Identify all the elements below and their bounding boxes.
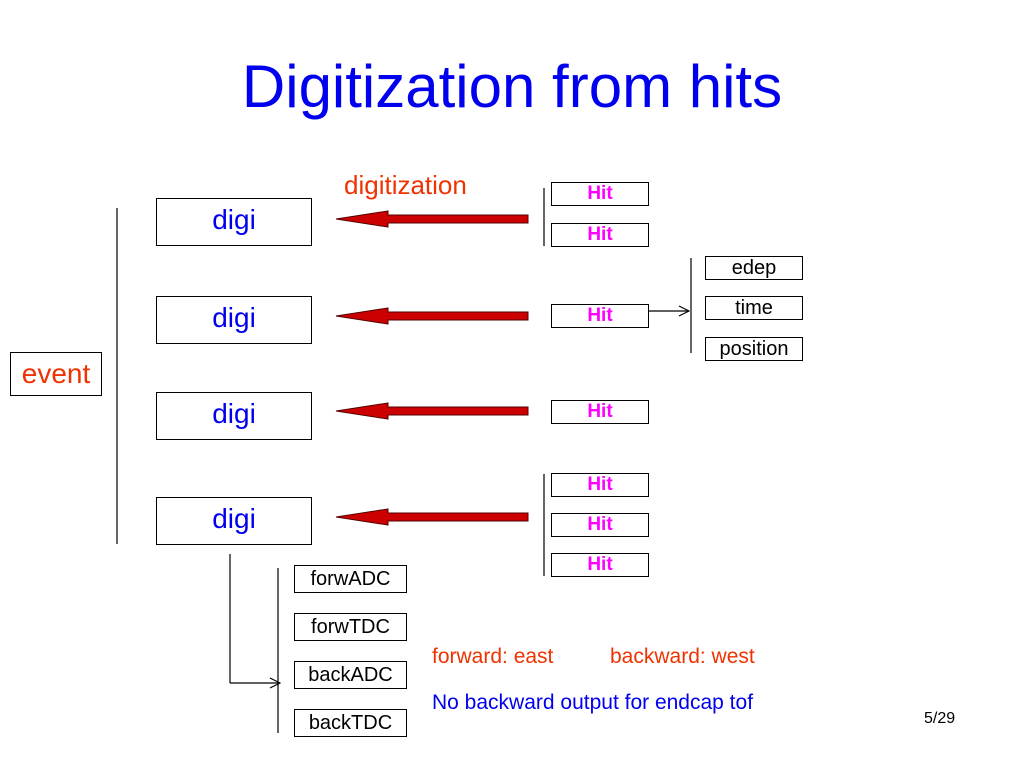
note-forward: forward: east [432,645,554,668]
digi-box-3: digi [156,392,312,440]
note-backward: backward: west [610,645,755,668]
output-forwadc: forwADC [294,565,407,593]
digi-box-2: digi [156,296,312,344]
attribute-position: position [705,337,803,361]
digi-box-4: digi [156,497,312,545]
hit-box: Hit [551,553,649,577]
digitization-label: digitization [344,170,467,200]
slide-title: Digitization from hits [241,53,783,120]
event-box: event [10,352,102,396]
digitization-arrow-2 [335,307,529,325]
hit-box: Hit [551,223,649,247]
output-backadc: backADC [294,661,407,689]
output-backtdc: backTDC [294,709,407,737]
hit-box: Hit [551,400,649,424]
hit-box: Hit [551,182,649,206]
digitization-arrow-3 [335,402,529,420]
hit-box: Hit [551,513,649,537]
page-number: 5/29 [924,710,956,727]
output-forwtdc: forwTDC [294,613,407,641]
hit-box: Hit [551,304,649,328]
hit-box: Hit [551,473,649,497]
note-endcap: No backward output for endcap tof [432,691,754,714]
attribute-edep: edep [705,256,803,280]
digitization-arrow-4 [335,508,529,526]
digi-box-1: digi [156,198,312,246]
attribute-time: time [705,296,803,320]
digitization-arrow-1 [335,210,529,228]
